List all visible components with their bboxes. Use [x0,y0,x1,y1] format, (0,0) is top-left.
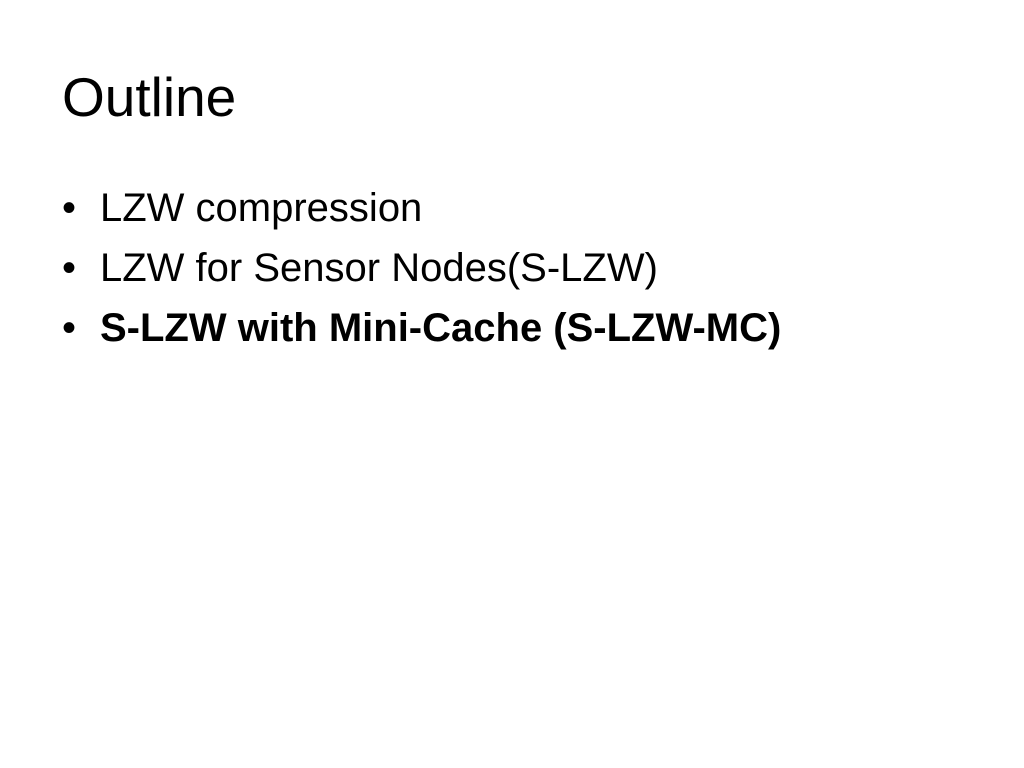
bullet-icon: • [62,306,77,350]
bullet-text: LZW for Sensor Nodes(S-LZW) [100,246,658,290]
bullet-text: LZW compression [100,186,423,230]
bullet-icon: • [62,186,77,230]
bullet-text: S-LZW with Mini-Cache (S-LZW-MC) [100,306,782,350]
bullet-icon: • [62,246,77,290]
slide-title: Outline [62,66,237,128]
